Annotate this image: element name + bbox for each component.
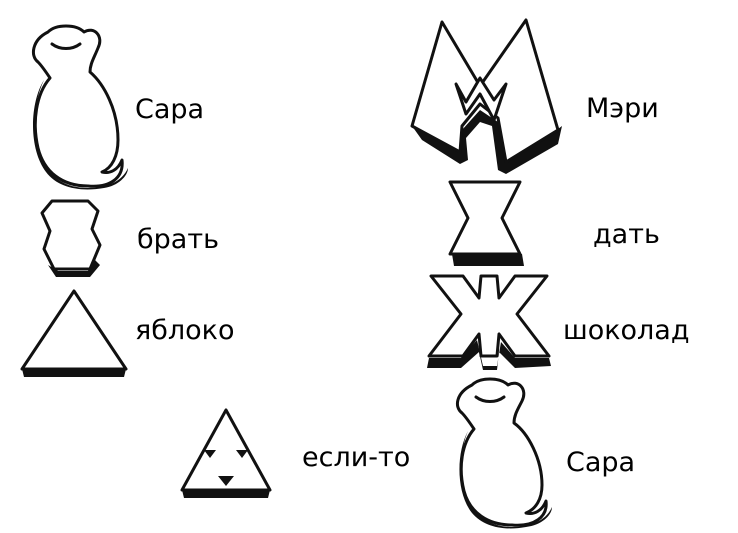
triangle-icon — [18, 287, 130, 379]
word-sara-right: Сара — [566, 447, 636, 478]
hourglass-icon — [446, 178, 526, 268]
monkey-icon — [446, 375, 558, 533]
triangle-with-marks-icon — [178, 406, 274, 498]
word-apple: яблоко — [135, 315, 235, 346]
word-if-then: если-то — [302, 442, 411, 473]
monkey-icon — [18, 22, 130, 194]
word-give: дать — [593, 219, 660, 250]
m-shape-icon — [408, 14, 566, 174]
word-chocolate: шоколад — [563, 315, 690, 346]
word-sara-left: Сара — [135, 94, 205, 125]
hexagon-icon — [38, 197, 104, 279]
word-mary: Мэри — [586, 93, 659, 124]
zh-shape-icon — [421, 272, 555, 370]
word-brat: брать — [137, 224, 219, 255]
